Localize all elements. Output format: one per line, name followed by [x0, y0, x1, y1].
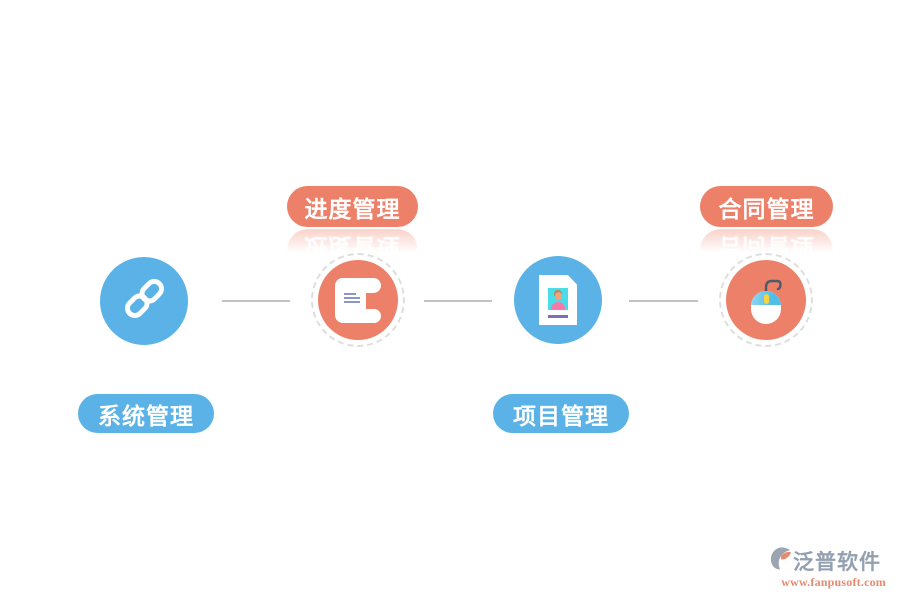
connector-line [424, 300, 492, 302]
resume-document-icon [539, 275, 577, 325]
mouse-icon [746, 275, 786, 325]
label-pill-system: 系统管理 [78, 394, 214, 433]
brand-name: 泛普软件 [793, 551, 881, 574]
node-progress-management [311, 253, 405, 347]
scroll-icon [335, 277, 381, 323]
node-system-management [100, 257, 188, 345]
connector-line [222, 300, 290, 302]
chain-link-icon [121, 275, 168, 327]
brand-logo-icon [770, 546, 792, 576]
node-contract-management [719, 253, 813, 347]
label-pill-contract: 合同管理 [700, 186, 833, 227]
progress-circle [318, 260, 398, 340]
brand-watermark: 泛普软件 www.fanpusoft.com [770, 546, 886, 590]
label-pill-progress: 进度管理 [287, 186, 418, 227]
connector-line [629, 300, 698, 302]
brand-url: www.fanpusoft.com [781, 575, 886, 589]
node-project-management [514, 256, 602, 344]
id-photo [548, 288, 568, 310]
contract-circle [726, 260, 806, 340]
label-pill-project: 项目管理 [493, 394, 629, 433]
